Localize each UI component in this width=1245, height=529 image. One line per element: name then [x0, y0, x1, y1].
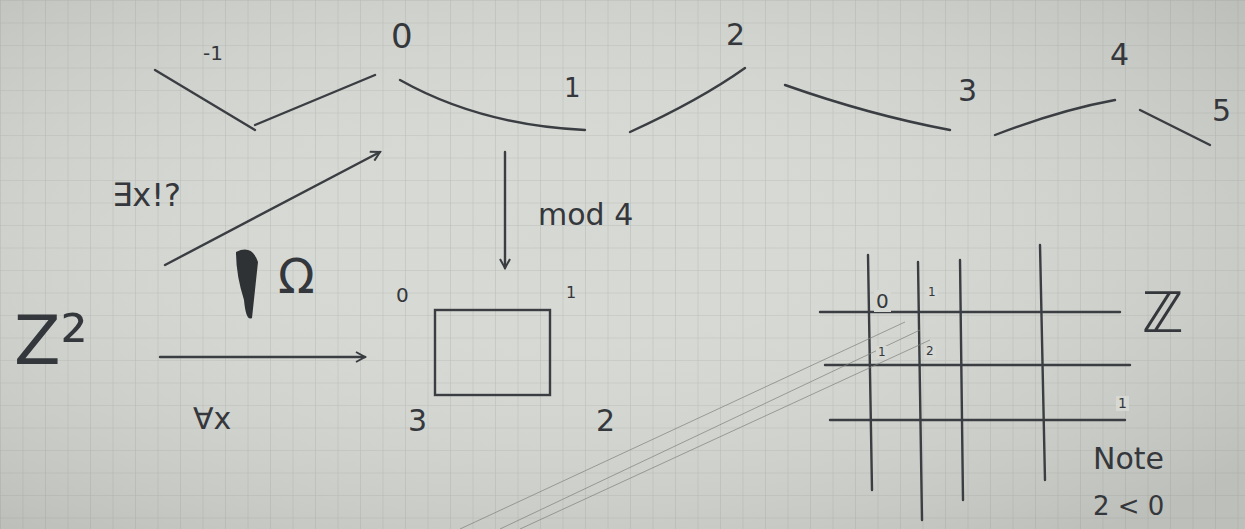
grid-line [820, 312, 1130, 420]
wave-line [255, 75, 375, 125]
axis-number: -1 [203, 42, 223, 64]
wave-line [1140, 110, 1210, 145]
wave-line [785, 85, 950, 130]
map-label: ∀x [193, 402, 231, 435]
grid-line [868, 245, 1045, 520]
wave-line [400, 80, 585, 130]
corner-number: 2 [596, 404, 615, 437]
grid-number: 1 [926, 286, 938, 299]
axis-number: 3 [958, 74, 977, 107]
faint-line [460, 322, 930, 529]
symbol: Ω [278, 250, 315, 303]
lift-arrow [165, 152, 380, 265]
map-arrow [160, 356, 365, 358]
axis-number: 5 [1212, 94, 1231, 127]
grid-number: 2 [924, 345, 936, 358]
grid-number: 1 [1116, 396, 1129, 411]
corner-number: 3 [408, 404, 427, 437]
axis-number: 0 [391, 18, 413, 55]
axis-number: 2 [726, 18, 745, 51]
corner-number: 0 [396, 284, 409, 306]
set-name: ℤ [1142, 282, 1184, 344]
square [435, 310, 550, 395]
math-note: ∃x!? [112, 178, 181, 213]
axis-number: 1 [564, 74, 581, 103]
map-label: mod 4 [538, 198, 633, 231]
corner-number: 1 [566, 284, 576, 302]
set-name: Z² [14, 304, 88, 379]
scribble [236, 250, 258, 319]
wave-line [995, 100, 1115, 135]
note: 2 < 0 [1093, 492, 1164, 521]
grid-number: 1 [876, 346, 888, 359]
axis-number: 4 [1110, 38, 1129, 71]
grid-number: 0 [874, 290, 891, 312]
note: Note [1093, 442, 1164, 475]
wave-line [155, 70, 255, 130]
wave-line [630, 68, 745, 132]
mod-arrow [504, 152, 506, 268]
